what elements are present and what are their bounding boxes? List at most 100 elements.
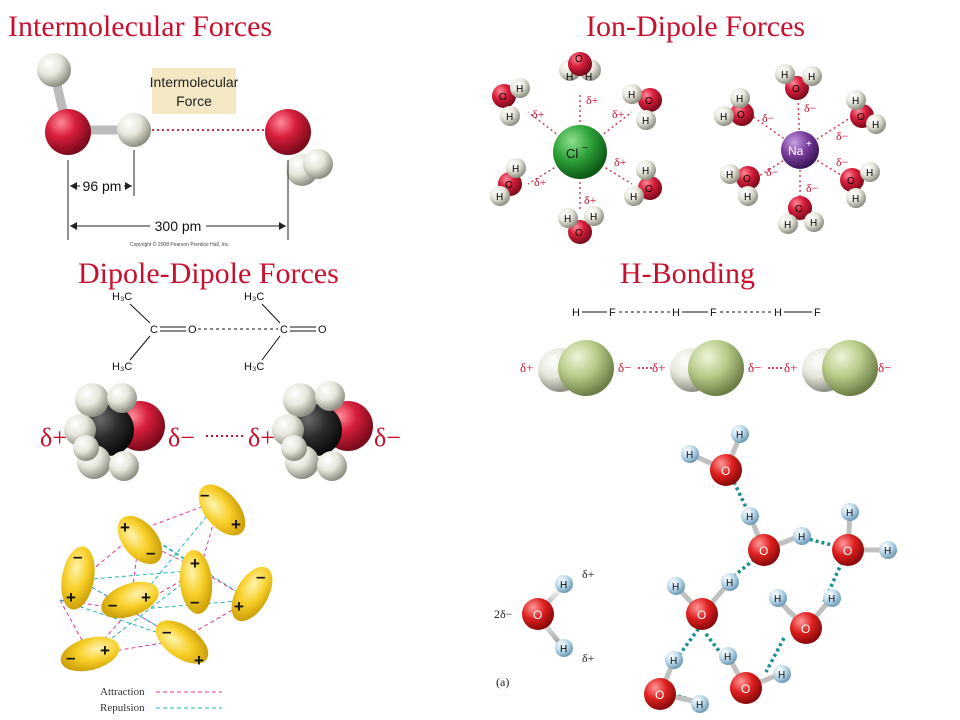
svg-text:H: H xyxy=(672,582,679,593)
svg-text:H: H xyxy=(590,212,597,223)
water-molecule: OHH xyxy=(840,162,880,208)
legend-repulsion: Repulsion xyxy=(100,702,145,714)
distance-label-300pm: 300 pm xyxy=(155,218,202,234)
svg-text:H: H xyxy=(670,656,677,667)
svg-text:F: F xyxy=(609,307,616,319)
callout-line-2: Force xyxy=(176,93,212,109)
svg-text:H: H xyxy=(696,700,703,711)
delta-plus-label: δ+ xyxy=(652,360,665,375)
delta-plus-label: δ+ xyxy=(612,107,625,121)
water-molecule: OHH xyxy=(492,78,530,126)
sodium-label: Na xyxy=(788,144,804,158)
svg-text:O: O xyxy=(847,176,855,187)
svg-text:H: H xyxy=(726,578,733,589)
svg-text:O: O xyxy=(737,110,745,121)
water-molecule: OHH xyxy=(846,90,886,134)
chloride-charge: − xyxy=(582,143,588,154)
hydrogen-atom xyxy=(37,53,71,87)
hf-molecule xyxy=(538,340,614,396)
svg-text:O: O xyxy=(843,544,852,558)
svg-text:+: + xyxy=(100,641,110,660)
svg-text:O: O xyxy=(575,228,583,239)
callout-line-1: Intermolecular xyxy=(150,74,239,90)
dim-label-bg xyxy=(150,218,206,234)
svg-text:O: O xyxy=(499,92,507,103)
svg-text:H: H xyxy=(744,192,751,203)
svg-text:H: H xyxy=(512,164,519,175)
hydrogen-atom xyxy=(555,639,573,657)
delta-plus-label: δ+ xyxy=(532,107,545,121)
water-network-panel: O H H δ+ δ+ 2δ− (a) xyxy=(494,425,897,713)
water-molecule: OHH xyxy=(714,88,754,126)
delta-plus-label: δ+ xyxy=(534,175,547,189)
structure-bonds xyxy=(129,303,316,361)
svg-text:H: H xyxy=(808,72,815,83)
svg-text:O: O xyxy=(801,622,810,636)
delta-minus-label: δ− xyxy=(836,155,849,169)
svg-text:H: H xyxy=(628,90,635,101)
carbon-label: C xyxy=(280,324,288,336)
dipole-field-panel: –+ +– –+ –+ +– –+ –+ –+ Attraction Repul… xyxy=(59,484,273,714)
svg-text:H: H xyxy=(746,512,753,523)
panel-label-a: (a) xyxy=(496,675,509,689)
svg-text:H: H xyxy=(642,116,649,127)
svg-text:+: + xyxy=(190,554,200,573)
svg-text:O: O xyxy=(795,204,803,215)
delta-plus-label: δ+ xyxy=(586,93,599,107)
svg-text:H: H xyxy=(630,192,637,203)
svg-text:H: H xyxy=(846,508,853,519)
oxygen-label: O xyxy=(188,324,197,336)
delta-minus-label: δ− xyxy=(374,423,401,452)
svg-text:H: H xyxy=(828,594,835,605)
oxygen-atom xyxy=(265,109,311,155)
chloride-ion xyxy=(553,125,607,179)
methyl-group: H₃C xyxy=(244,361,264,373)
methyl-group: H₃C xyxy=(244,291,264,303)
svg-text:H: H xyxy=(798,532,805,543)
carbon-label: C xyxy=(150,324,158,336)
title-intermolecular-forces: Intermolecular Forces xyxy=(8,10,273,43)
distance-label-96pm: 96 pm xyxy=(83,178,122,194)
delta-plus-label: δ+ xyxy=(614,155,627,169)
delta-plus-label: δ+ xyxy=(520,360,533,375)
svg-text:O: O xyxy=(743,174,751,185)
hydrogen-atom xyxy=(117,113,151,147)
svg-text:H: H xyxy=(866,168,873,179)
svg-text:O: O xyxy=(721,464,730,478)
hf-molecule xyxy=(802,340,878,396)
svg-text:–: – xyxy=(73,547,82,566)
svg-text:H: H xyxy=(585,72,592,83)
hydrogen-bonds xyxy=(677,481,844,704)
delta-minus-label: δ− xyxy=(618,360,631,375)
svg-text:H: H xyxy=(506,112,513,123)
dipole-signs: –+ +– –+ –+ +– –+ –+ –+ xyxy=(66,485,265,670)
delta-minus-label: δ− xyxy=(748,360,761,375)
svg-text:H: H xyxy=(810,218,817,229)
svg-text:–: – xyxy=(162,622,171,641)
svg-text:–: – xyxy=(66,648,75,667)
water-molecule: OHH xyxy=(490,158,526,206)
sodium-ion xyxy=(781,131,819,169)
dimension-arrows xyxy=(70,182,132,190)
delta-plus-label: δ+ xyxy=(582,651,595,665)
svg-text:+: + xyxy=(120,518,130,537)
svg-text:O: O xyxy=(759,544,768,558)
svg-text:+: + xyxy=(141,588,151,607)
svg-text:H: H xyxy=(564,214,571,225)
svg-text:H: H xyxy=(778,670,785,681)
svg-text:H: H xyxy=(496,192,503,203)
intermolecular-panel: Intermolecular Force 96 pm 300 pm Copyri… xyxy=(37,53,333,248)
dipole-ellipses xyxy=(60,484,273,672)
hf-chain: H F H F H F xyxy=(572,307,821,319)
svg-text:F: F xyxy=(710,307,717,319)
svg-text:H: H xyxy=(781,70,788,81)
chloride-label: Cl xyxy=(566,146,578,161)
delta-plus-label: δ+ xyxy=(582,567,595,581)
svg-text:H: H xyxy=(784,220,791,231)
oxygen-atom xyxy=(522,598,554,630)
legend-attraction: Attraction xyxy=(100,686,145,698)
delta-minus-label: δ− xyxy=(836,129,849,143)
